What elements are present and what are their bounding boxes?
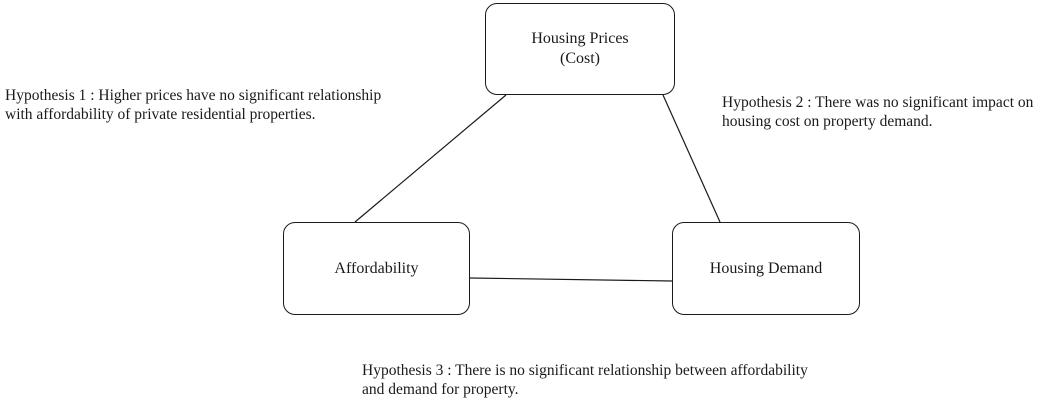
- node-housing-demand-label: Housing Demand: [709, 259, 823, 277]
- connector-prices-demand: [662, 94, 721, 223]
- node-housing-demand: Housing Demand: [672, 222, 860, 315]
- hypothesis-3-text: Hypothesis 3 : There is no significant r…: [362, 362, 808, 398]
- hypothesis-2-text: Hypothesis 2 : There was no significant …: [722, 94, 1034, 130]
- node-housing-prices: Housing Prices (Cost): [485, 3, 675, 95]
- node-affordability: Affordability: [283, 222, 470, 315]
- node-affordability-label: Affordability: [334, 259, 419, 277]
- connector-affordability-demand: [469, 277, 673, 282]
- connector-prices-affordability: [354, 94, 507, 223]
- node-housing-prices-label: Housing Prices (Cost): [531, 30, 629, 67]
- hypothesis-1-text: Hypothesis 1 : Higher prices have no sig…: [5, 87, 382, 123]
